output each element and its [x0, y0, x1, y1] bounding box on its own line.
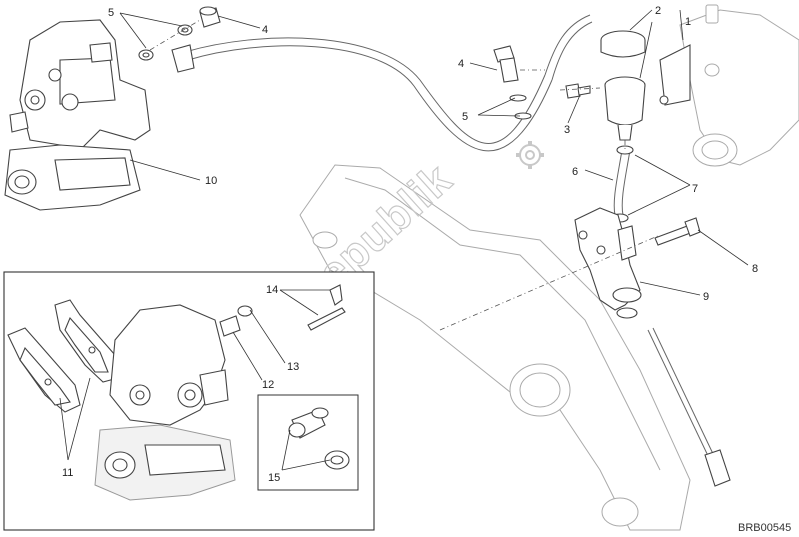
push-rod — [647, 327, 731, 487]
master-cylinder — [574, 207, 642, 319]
inset-caliper — [94, 304, 236, 501]
label-1: 1 — [685, 16, 691, 28]
label-6: 6 — [572, 166, 578, 178]
label-2: 2 — [655, 5, 661, 17]
label-10: 10 — [205, 175, 217, 187]
reservoir-bolt — [565, 83, 591, 99]
bleed-valve-parts — [288, 407, 350, 470]
inset-pins — [219, 284, 346, 337]
diagram-code: BRB00545 — [738, 522, 791, 534]
brake-pads — [7, 299, 119, 413]
label-4-right: 4 — [458, 58, 464, 70]
label-13: 13 — [287, 361, 299, 373]
part-labels: 5 4 10 2 1 4 5 3 6 7 8 9 11 12 13 14 15 — [62, 5, 758, 484]
label-12: 12 — [262, 379, 274, 391]
label-3: 3 — [564, 124, 570, 136]
label-11: 11 — [62, 467, 73, 479]
label-14: 14 — [266, 284, 278, 296]
label-15: 15 — [268, 472, 280, 484]
caliper-fittings — [138, 6, 221, 73]
label-8: 8 — [752, 263, 758, 275]
rear-caliper — [4, 19, 151, 211]
label-9: 9 — [703, 291, 709, 303]
label-7: 7 — [692, 183, 698, 195]
brake-hose — [184, 14, 593, 152]
watermark-gear-icon — [516, 141, 544, 169]
brake-fluid-reservoir — [600, 30, 691, 141]
bleed-valve-inset-frame — [257, 394, 359, 491]
leader-lines — [59, 9, 749, 471]
master-cylinder-bolt — [654, 217, 701, 246]
assembly-lines — [149, 19, 661, 331]
label-4-top-left: 4 — [262, 24, 268, 36]
reservoir-hose — [611, 145, 634, 223]
label-5-right: 5 — [462, 111, 468, 123]
banjo-fitting — [493, 45, 532, 120]
label-5-top-left: 5 — [108, 7, 114, 19]
swingarm-ghost — [299, 4, 799, 531]
